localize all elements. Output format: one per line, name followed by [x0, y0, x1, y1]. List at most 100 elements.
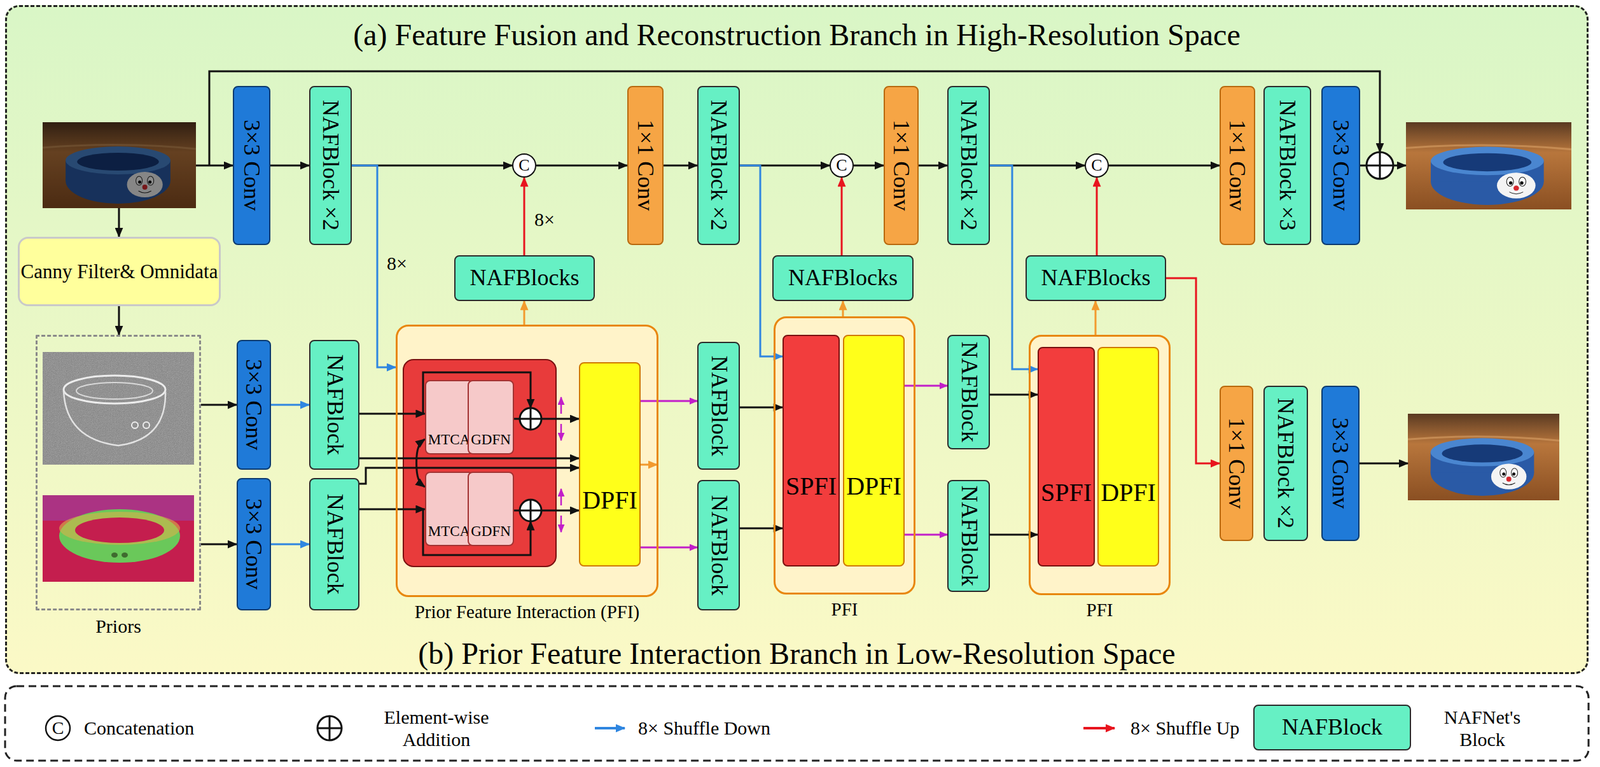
node-label: SPFI: [1040, 477, 1092, 508]
node-label: NAFBlock: [321, 493, 348, 595]
concat-circle: C: [512, 153, 537, 178]
connector: [1108, 164, 1220, 167]
node-label: NAFBlock ×2: [1272, 397, 1299, 529]
edge-map: [143, 421, 150, 429]
node-label: NAFBlocks: [1040, 264, 1151, 291]
nafblock: NAFBlocks: [772, 255, 914, 301]
node-label: PFI: [1086, 599, 1114, 621]
connector: [918, 164, 948, 167]
nafblock: NAFBlock: [309, 477, 360, 611]
pfi-module: Prior Feature Interaction (PFI)MTCAGDFNM…: [395, 324, 659, 597]
nafblock: NAFBlock ×2: [947, 85, 990, 245]
nafblock: NAFBlocks: [454, 255, 595, 301]
legend-text: Element-wise Addition: [363, 706, 510, 751]
wire: [560, 488, 563, 506]
node-label: NAFBlock ×3: [1274, 99, 1301, 231]
concat-symbol: [45, 715, 70, 740]
connector: [904, 533, 948, 536]
connector: [201, 403, 237, 406]
node-label: 1×1 Conv: [632, 119, 659, 211]
legend-text: 8× Shuffle Up: [1130, 716, 1240, 740]
spfi-block: [403, 359, 557, 567]
connector: [416, 438, 425, 487]
connector: [270, 164, 310, 167]
symbol-label: C: [52, 717, 65, 738]
add-symbol: [1366, 152, 1394, 179]
node-label: C: [518, 155, 530, 175]
connector: [271, 543, 310, 546]
node-label: NAFBlock ×2: [317, 99, 344, 231]
node-label: 3×3 Conv: [240, 498, 267, 590]
node-label: C: [835, 155, 847, 175]
edge-label: 8×: [386, 252, 408, 274]
add-symbol: [519, 499, 542, 522]
add-symbol: [519, 407, 542, 430]
symbol-label: C: [52, 717, 65, 738]
wire: [560, 396, 563, 532]
nafblock: NAFBlock: [697, 479, 740, 611]
edge-label-box: 8×: [386, 252, 408, 275]
connector: [359, 412, 425, 415]
node-label: Priors: [95, 614, 142, 637]
concat-circle: C: [829, 153, 854, 178]
conv-block: 1×1 Conv: [627, 85, 664, 245]
wire: [195, 164, 233, 167]
node-label: NAFBlock: [321, 354, 348, 455]
legend-item: NAFNet's Block: [1428, 706, 1537, 751]
connector: [536, 164, 628, 167]
conv-block: 3×3 Conv: [236, 477, 272, 611]
wire: [209, 71, 1380, 166]
pfi-module: PFISPFIDPFI: [1028, 334, 1171, 595]
node-label: Prior Feature Interaction (PFI): [414, 601, 640, 623]
conv-block: 3×3 Conv: [1321, 385, 1360, 541]
connector: [523, 177, 526, 256]
pfi-ground: [1028, 334, 1171, 595]
input-photo: [42, 122, 196, 209]
nafblock: NAFBlock: [697, 341, 740, 470]
nafblock: NAFBlock ×2: [309, 85, 352, 245]
wire: [118, 208, 121, 237]
normal-map: [75, 517, 165, 543]
connector: [359, 508, 425, 511]
legend-arrow: [594, 726, 625, 730]
nafblock: NAFBlock ×2: [697, 85, 740, 245]
wire: [1359, 462, 1408, 465]
connector: [739, 406, 783, 409]
connector: [523, 300, 526, 325]
nafblock: NAFBlock ×2: [1263, 385, 1308, 541]
edge-label-box: 8×: [534, 208, 555, 231]
add-symbol: [317, 715, 342, 740]
connector: [1096, 177, 1099, 256]
dpfi-block: DPFI: [1097, 346, 1160, 567]
connector: [359, 457, 579, 460]
edge-map: [42, 351, 195, 465]
input-photo: [42, 122, 196, 209]
legend-frame: [5, 685, 1589, 761]
legend-item: 8× Shuffle Up: [1130, 716, 1240, 740]
concat-circle: C: [1084, 153, 1109, 178]
node-label: C: [1091, 155, 1102, 175]
node-label: NAFBlock ×2: [705, 99, 732, 231]
conv-block: 3×3 Conv: [232, 85, 271, 245]
conv-block: 1×1 Conv: [1219, 385, 1254, 541]
branch-title: (b) Prior Feature Interaction Branch in …: [417, 635, 1176, 671]
wire: [560, 515, 563, 532]
node-label: 3×3 Conv: [1327, 119, 1354, 211]
edge-label: 8×: [534, 208, 555, 230]
wire: [560, 396, 563, 414]
add-symbol: [1366, 152, 1394, 179]
edge-map: [42, 351, 195, 465]
add-symbol: [1366, 152, 1394, 179]
priors-frame: Priors: [35, 334, 202, 611]
connector: [663, 164, 698, 167]
node-label: 3×3 Conv: [240, 358, 267, 450]
panel: (a) Feature Fusion and Reconstruction Br…: [5, 5, 1589, 674]
add-symbol: [519, 499, 542, 522]
edge-map: [131, 421, 139, 429]
output-photo: [1407, 413, 1560, 501]
spfi-block: SPFI: [782, 334, 840, 567]
node-label: 1×1 Conv: [888, 119, 915, 211]
node-label: NAFBlock ×2: [955, 99, 982, 231]
pfi-module: PFISPFIDPFI: [773, 316, 916, 595]
connector: [841, 177, 843, 256]
